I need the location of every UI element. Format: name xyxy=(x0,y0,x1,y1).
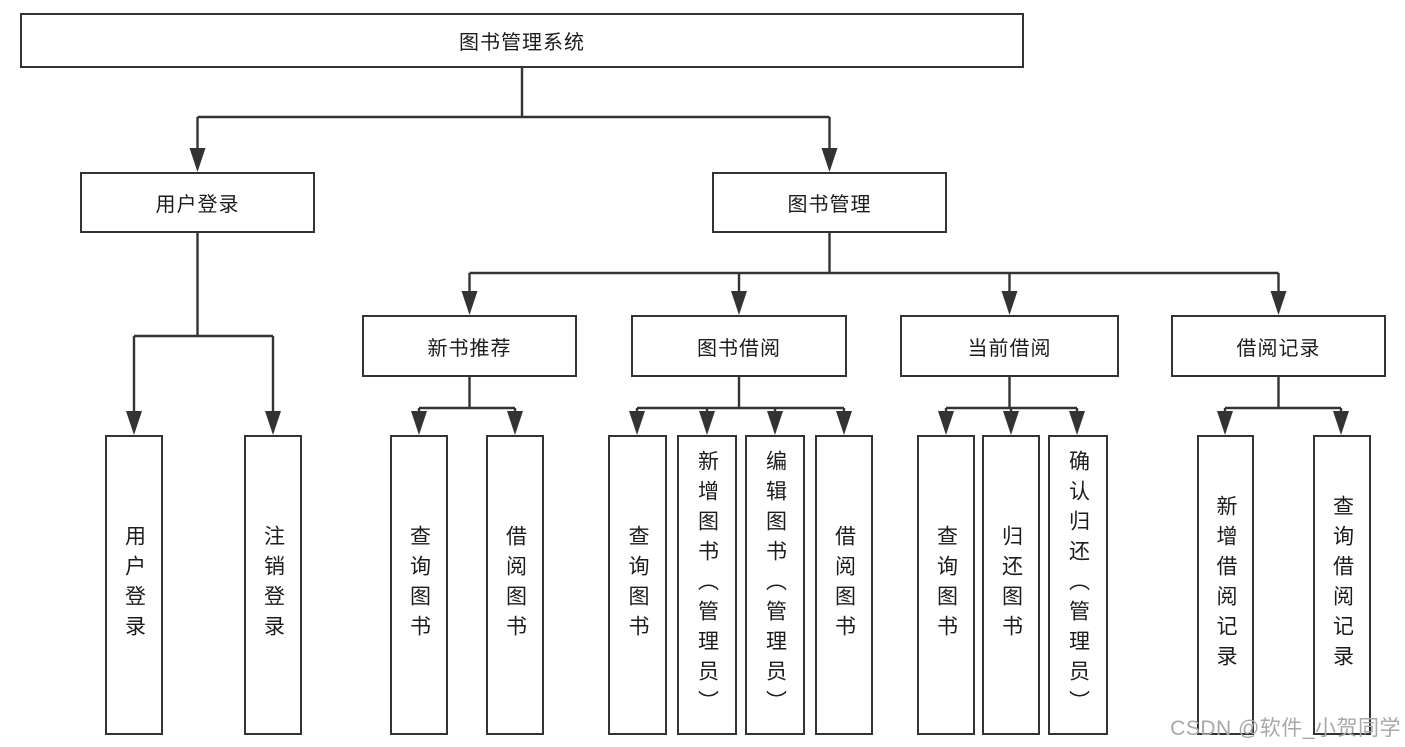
node-label: 查询图书 xyxy=(626,525,649,645)
node-return-books: 归还图书 xyxy=(982,435,1040,735)
node-label: 确认归还（管理员） xyxy=(1066,450,1090,720)
node-query-borrow-record: 查询借阅记录 xyxy=(1313,435,1371,735)
node-borrow-records: 借阅记录 xyxy=(1171,315,1386,377)
node-label: 查询借阅记录 xyxy=(1330,495,1354,675)
node-add-borrow-record: 新增借阅记录 xyxy=(1197,435,1254,735)
node-label: 查询图书 xyxy=(407,525,431,645)
node-label: 借阅图书 xyxy=(832,525,856,645)
node-edit-books-admin: 编辑图书（管理员） xyxy=(745,435,805,735)
node-logout: 注销登录 xyxy=(244,435,302,735)
node-label: 编辑图书（管理员） xyxy=(763,450,787,720)
node-borrow-books: 借阅图书 xyxy=(815,435,873,735)
node-label: 注销登录 xyxy=(261,525,285,645)
csdn-watermark: CSDN @软件_小贺同学 xyxy=(1170,717,1401,740)
node-label: 归还图书 xyxy=(999,525,1023,645)
node-label: 查询图书 xyxy=(934,525,958,645)
node-query-books-current: 查询图书 xyxy=(917,435,975,735)
node-label: 用户登录 xyxy=(122,525,146,645)
node-label: 借阅图书 xyxy=(503,525,527,645)
node-add-books-admin: 新增图书（管理员） xyxy=(677,435,737,735)
node-label: 新增图书（管理员） xyxy=(695,450,719,720)
node-book-management: 图书管理 xyxy=(712,172,947,233)
node-query-books-recommend: 查询图书 xyxy=(390,435,448,735)
node-library-management-system: 图书管理系统 xyxy=(20,13,1024,68)
node-current-borrow: 当前借阅 xyxy=(900,315,1119,377)
node-borrow-books-recommend: 借阅图书 xyxy=(486,435,544,735)
node-new-book-recommend: 新书推荐 xyxy=(362,315,577,377)
node-confirm-return-admin: 确认归还（管理员） xyxy=(1048,435,1108,735)
node-book-borrow: 图书借阅 xyxy=(631,315,847,377)
node-user-login: 用户登录 xyxy=(80,172,315,233)
node-query-books-borrow: 查询图书 xyxy=(608,435,667,735)
node-user-login-leaf: 用户登录 xyxy=(105,435,163,735)
node-label: 新增借阅记录 xyxy=(1214,495,1237,675)
